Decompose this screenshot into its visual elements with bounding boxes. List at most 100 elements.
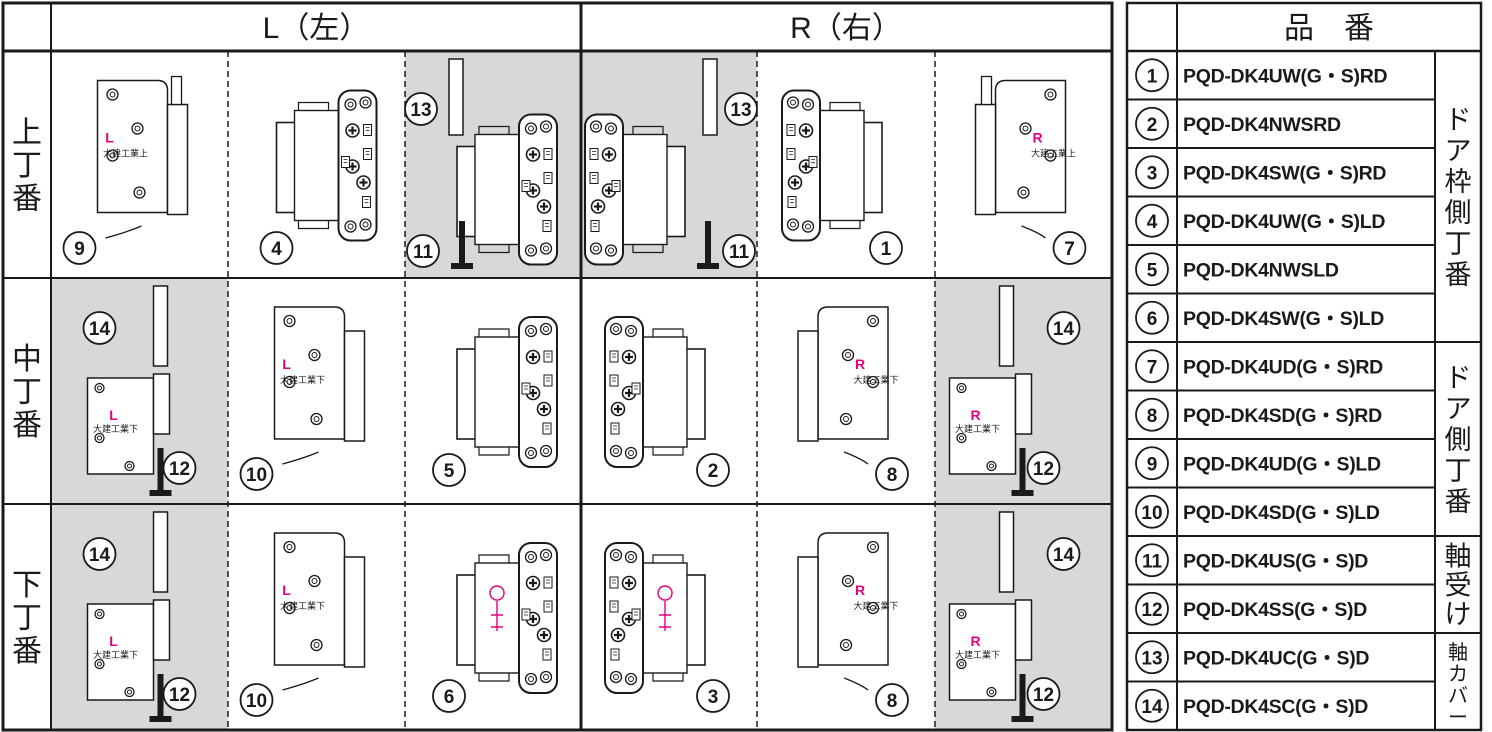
door-hinge — [273, 306, 366, 442]
part-code: PQD-DK4UW(G・S)RD — [1183, 65, 1387, 87]
screw-hole — [866, 601, 880, 615]
part-number-circle — [1135, 349, 1169, 384]
part-code: PQD-DK4NWSRD — [1183, 114, 1341, 136]
screw-hole — [866, 540, 880, 554]
callout-circle — [162, 677, 197, 711]
part-number-circle — [1135, 494, 1169, 529]
part-code: PQD-DK4SW(G・S)LD — [1183, 308, 1384, 330]
brand-mark: 大建工業下 — [280, 374, 325, 386]
group-label-char: バ — [1448, 685, 1468, 707]
screw-hole — [94, 432, 105, 444]
part-number-circle — [1135, 688, 1169, 723]
header-parts: 品 番 — [1284, 12, 1374, 45]
part-number-circle — [1135, 543, 1169, 578]
part-code: PQD-DK4US(G・S)D — [1183, 550, 1368, 572]
leader-line — [1021, 225, 1046, 239]
row-label-char: 下 — [12, 569, 42, 602]
callout-circle — [875, 683, 909, 717]
callout-number: 2 — [708, 461, 719, 482]
screw-hole — [786, 96, 800, 109]
screw-hole — [539, 548, 553, 562]
cell-0-1: 4 — [259, 89, 378, 265]
row-label-char: 番 — [12, 409, 42, 442]
cell-1-2: 5 — [432, 316, 558, 487]
part-number-circle — [1135, 640, 1169, 675]
group-label-char: 枠 — [1445, 167, 1472, 197]
group-label-char: ア — [1445, 136, 1472, 166]
brand-mark: 大建工業下 — [280, 600, 325, 612]
part-number-circle — [1135, 252, 1169, 287]
part-code: PQD-DK4UW(G・S)LD — [1183, 211, 1385, 233]
part-number-circle — [1135, 106, 1169, 141]
callout-circle — [432, 453, 466, 487]
screw-hole — [589, 242, 603, 255]
part-number-circle — [1135, 58, 1169, 93]
callout-number: 14 — [89, 545, 111, 566]
callout-number: 14 — [1053, 545, 1075, 566]
frame-hinge — [456, 316, 558, 468]
screw-hole — [609, 444, 623, 458]
part-code: PQD-DK4UC(G・S)D — [1183, 647, 1369, 669]
hand-mark: R — [970, 407, 980, 423]
callout-circle — [696, 453, 730, 487]
callout-number: 10 — [246, 691, 267, 712]
part-number: 4 — [1147, 212, 1158, 233]
screw-hole — [956, 608, 967, 620]
screw-hole — [624, 324, 638, 338]
screw-hole — [624, 672, 638, 686]
callout-circle — [1026, 451, 1061, 485]
row-label-char: 丁 — [12, 376, 42, 409]
callout-circle — [82, 537, 117, 571]
screw-hole — [609, 548, 623, 562]
callout-number: 13 — [730, 100, 751, 121]
screw-hole — [1044, 149, 1057, 162]
hand-mark: L — [282, 356, 291, 372]
part-code: PQD-DK4SS(G・S)D — [1183, 599, 1367, 621]
callout-circle — [869, 231, 903, 265]
screw-hole — [866, 314, 880, 328]
frame-hinge — [275, 89, 378, 242]
group-label-char: ア — [1445, 394, 1472, 424]
callout-number: 9 — [74, 239, 85, 260]
screw-hole — [539, 242, 553, 255]
door-hinge — [273, 532, 366, 668]
screw-hole — [956, 432, 967, 444]
group-label-char: 軸 — [1445, 542, 1472, 572]
screw-hole — [94, 658, 105, 670]
screw-hole — [986, 686, 997, 698]
brand-mark: 大建工業下 — [955, 649, 1000, 661]
part-number: 3 — [1147, 163, 1158, 184]
screw-hole — [609, 670, 623, 684]
screw-hole — [801, 220, 815, 233]
screw-hole — [604, 244, 618, 257]
group-label-char: ド — [1445, 105, 1472, 135]
screw-hole — [1044, 88, 1057, 101]
row-label-char: 上 — [12, 117, 42, 150]
callout-circle — [1046, 537, 1081, 571]
callout-circle — [259, 231, 294, 265]
callout-circle — [696, 679, 730, 713]
screw-hole — [956, 658, 967, 670]
frame-hinge — [781, 89, 883, 242]
part-number: 14 — [1141, 697, 1163, 718]
screw-hole — [283, 601, 296, 615]
part-code: PQD-DK4SD(G・S)LD — [1183, 502, 1380, 524]
parts-table — [1125, 1, 1483, 732]
hand-mark: R — [970, 633, 980, 649]
callout-number: 11 — [413, 242, 434, 263]
part-code: PQD-DK4SD(G・S)RD — [1183, 405, 1382, 427]
callout-number: 12 — [1033, 459, 1054, 480]
part-code: PQD-DK4SC(G・S)D — [1183, 696, 1368, 718]
callout-number: 7 — [1064, 239, 1075, 260]
screw-hole — [624, 446, 638, 460]
callout-circle — [1046, 311, 1081, 345]
callout-circle — [239, 683, 274, 717]
callout-number: 14 — [89, 319, 111, 340]
door-hinge — [96, 75, 189, 216]
